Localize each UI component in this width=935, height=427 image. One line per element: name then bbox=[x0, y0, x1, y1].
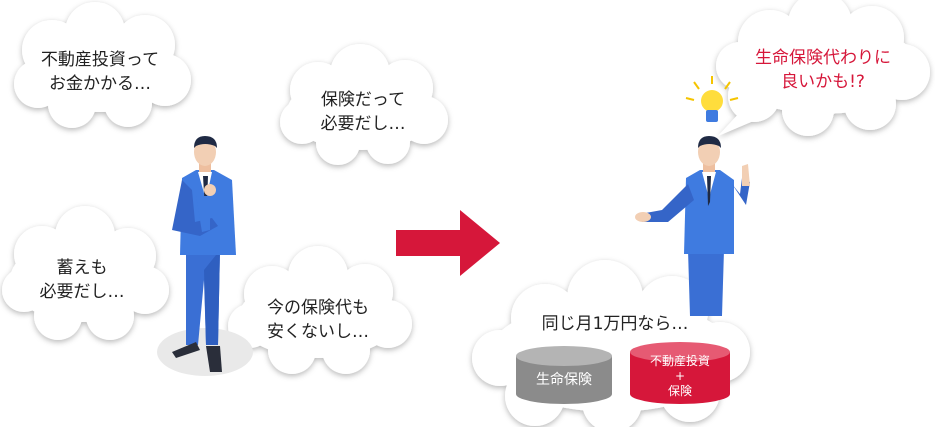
savings-needed-line-1: 蓄えも bbox=[56, 258, 108, 278]
cost-worry-line-2: お金かかる… bbox=[49, 74, 151, 94]
idea-line-2: 良いかも!? bbox=[781, 72, 865, 92]
investment-label-line-2: + bbox=[674, 369, 686, 383]
savings-needed-line-2: 必要だし… bbox=[39, 282, 125, 302]
current-insurance-text: 今の保険代も 安くないし… bbox=[256, 296, 380, 344]
insurance-needed-line-2: 必要だし… bbox=[320, 114, 406, 134]
life-insurance-cylinder bbox=[516, 346, 612, 404]
idea-cloud bbox=[716, 0, 930, 136]
investment-label-line-3: 保険 bbox=[667, 384, 692, 398]
transition-arrow bbox=[396, 210, 500, 276]
investment-insurance-label: 不動産投資 + 保険 bbox=[630, 354, 730, 399]
investment-insurance-cylinder bbox=[630, 342, 730, 404]
thought-cloud-current-insurance bbox=[228, 246, 412, 374]
cost-worry-text: 不動産投資って お金かかる… bbox=[40, 48, 160, 96]
thought-cloud-cost bbox=[14, 2, 191, 128]
investment-label-line-1: 不動産投資 bbox=[649, 354, 710, 368]
presenting-businessman bbox=[635, 136, 750, 316]
insurance-needed-text: 保険だって 必要だし… bbox=[308, 88, 418, 136]
cost-worry-line-1: 不動産投資って bbox=[40, 50, 160, 70]
thinking-businessman bbox=[157, 136, 253, 376]
insurance-needed-line-1: 保険だって bbox=[320, 90, 406, 110]
thought-cloud-savings-needed bbox=[2, 206, 169, 340]
current-insurance-line-1: 今の保険代も bbox=[267, 298, 369, 318]
idea-line-1: 生命保険代わりに bbox=[755, 48, 891, 68]
comparison-heading: 同じ月1万円なら… bbox=[541, 314, 689, 334]
lightbulb-icon bbox=[685, 76, 739, 122]
life-insurance-label: 生命保険 bbox=[536, 372, 592, 388]
savings-needed-text: 蓄えも 必要だし… bbox=[32, 256, 132, 304]
idea-text: 生命保険代わりに 良いかも!? bbox=[748, 46, 898, 94]
current-insurance-line-2: 安くないし… bbox=[267, 322, 369, 342]
thought-cloud-insurance-needed bbox=[280, 44, 448, 165]
